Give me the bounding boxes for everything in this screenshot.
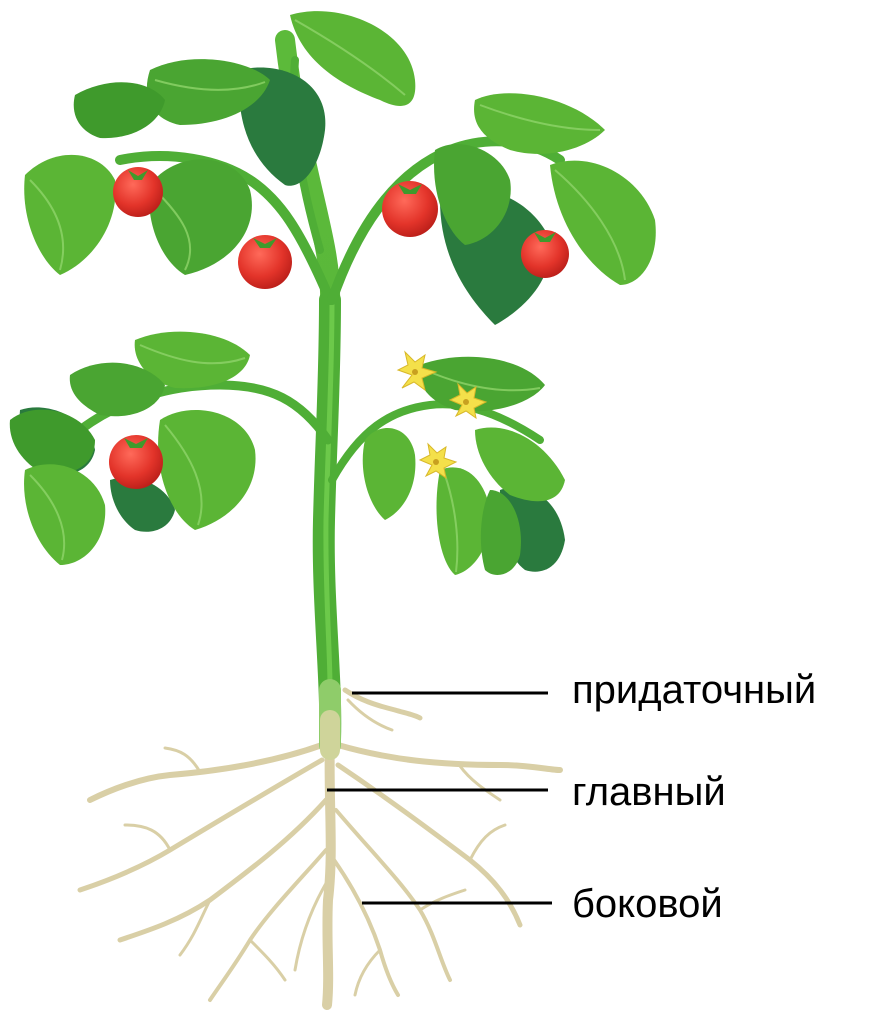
tomato	[521, 230, 569, 278]
lateral-root	[334, 860, 398, 995]
label-main-root: главный	[572, 772, 726, 812]
label-adventitious-root: придаточный	[572, 670, 816, 710]
lateral-root	[80, 760, 322, 890]
leader-lines	[327, 693, 552, 903]
tomato	[382, 181, 438, 237]
leaf	[24, 155, 115, 275]
tomato	[238, 235, 292, 289]
leaf	[74, 82, 165, 138]
lateral-root	[90, 745, 322, 800]
leaf	[363, 428, 416, 520]
main-root	[327, 735, 331, 1005]
tomato	[113, 167, 163, 217]
leaf	[149, 159, 252, 275]
leaf	[475, 427, 565, 501]
leaf	[10, 410, 95, 474]
lateral-root	[210, 850, 326, 1000]
tomato	[109, 435, 163, 489]
lateral-root	[338, 745, 560, 770]
label-lateral-root: боковой	[572, 884, 723, 924]
